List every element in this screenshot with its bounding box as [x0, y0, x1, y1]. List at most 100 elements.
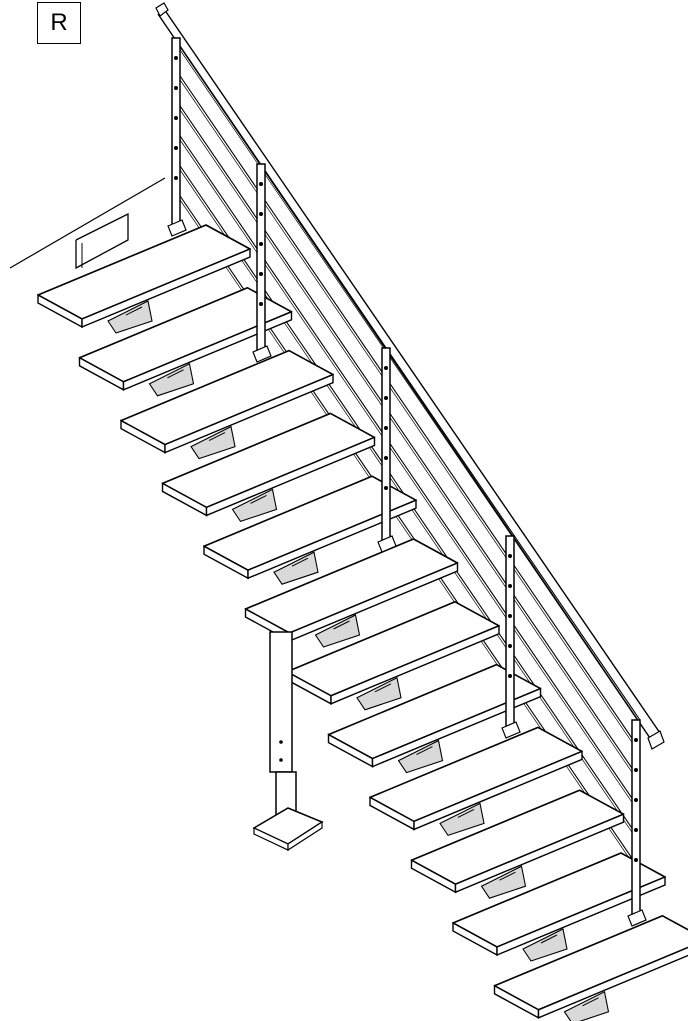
tread-bracket: [231, 488, 278, 523]
handrail-top-edge: [161, 5, 661, 734]
post-shaft: [171, 37, 181, 227]
tread-bracket-bolt: [291, 557, 309, 567]
tread-bracket: [107, 300, 153, 334]
leg-hole-1: [279, 740, 283, 744]
post-cable-hole: [259, 182, 263, 186]
post-cable-hole: [508, 614, 512, 618]
post-cable-hole: [634, 828, 638, 832]
posts: [167, 37, 647, 927]
tread-side: [81, 247, 251, 329]
cable-3-shadow: [175, 103, 641, 785]
post-cable-hole: [508, 674, 512, 678]
cable-3: [175, 99, 641, 781]
tread-bracket-bolt: [374, 683, 392, 693]
tread-bracket: [148, 362, 195, 397]
tread-bracket-bolt: [333, 620, 350, 630]
post-foot: [167, 219, 187, 237]
post-shaft: [631, 719, 641, 917]
post-3: [377, 347, 397, 553]
tread-side: [247, 499, 417, 580]
tread-bracket-bolt: [167, 369, 184, 379]
post-cable-hole: [508, 644, 512, 648]
tread-bracket-bolt: [540, 934, 558, 944]
tread-bracket: [273, 551, 319, 585]
post-4: [501, 535, 521, 739]
post-foot: [501, 721, 521, 739]
tread-bracket: [563, 990, 610, 1021]
post-foot: [377, 535, 397, 553]
tread-side: [164, 373, 334, 454]
post-5: [627, 719, 647, 927]
post-cable-hole: [259, 302, 263, 306]
view-label: R: [37, 2, 81, 44]
post-cable-hole: [174, 146, 178, 150]
post-cable-hole: [174, 116, 178, 120]
post-cable-hole: [634, 738, 638, 742]
tread-side: [122, 310, 293, 391]
wall-outline: [9, 177, 166, 270]
tread-side: [413, 750, 583, 831]
tread-side: [496, 875, 666, 957]
cable-1: [175, 39, 641, 721]
tread-12: [493, 914, 688, 1021]
cable-4: [175, 129, 641, 811]
post-foot: [252, 345, 272, 363]
leg-base-side: [287, 820, 323, 852]
tread-side: [371, 687, 542, 768]
cable-2-shadow: [175, 73, 641, 755]
handrail-top-cap: [155, 2, 169, 17]
post-cable-hole: [384, 456, 388, 460]
tread-9: [369, 726, 583, 837]
tread-7: [286, 600, 500, 711]
post-cable-hole: [259, 242, 263, 246]
wall-panel: [75, 212, 129, 270]
tread-8: [327, 663, 542, 774]
wall-line: [9, 177, 166, 269]
tread-side: [454, 813, 625, 894]
post-cable-hole: [384, 426, 388, 430]
tread-bracket-bolt: [208, 432, 226, 442]
leg-upper: [269, 631, 293, 773]
post-shaft: [256, 163, 266, 353]
tread-10: [410, 789, 625, 899]
tread-bracket-bolt: [582, 997, 599, 1007]
post-cable-hole: [174, 176, 178, 180]
tread-side: [537, 946, 688, 1019]
tread-bracket: [480, 865, 527, 899]
tread-bracket-bolt: [250, 494, 267, 504]
tread-bracket: [190, 425, 236, 460]
post-cable-hole: [384, 486, 388, 490]
tread-3: [120, 349, 334, 460]
cable-1-shadow: [175, 43, 641, 725]
post-2: [252, 163, 272, 363]
tread-side: [330, 624, 500, 705]
post-cable-hole: [174, 56, 178, 60]
tread-bracket: [439, 802, 485, 837]
post-cable-hole: [384, 396, 388, 400]
tread-1: [37, 224, 251, 334]
tread-bracket: [522, 928, 568, 962]
tread-bracket-bolt: [125, 306, 143, 316]
cable-4-shadow: [175, 133, 641, 815]
tread-bracket: [356, 676, 402, 711]
leg-hole-2: [279, 758, 283, 762]
tread-2: [78, 286, 293, 397]
support-leg: [252, 631, 324, 852]
post-cable-hole: [174, 86, 178, 90]
tread-bracket: [397, 739, 444, 774]
support-leg-assembly: [252, 631, 324, 852]
post-foot: [627, 909, 647, 927]
post-shaft: [381, 347, 391, 543]
handrail-bottom-cap: [647, 730, 665, 750]
tread-bracket: [314, 614, 361, 648]
treads: [37, 224, 688, 1021]
tread-side: [205, 436, 376, 517]
post-cable-hole: [259, 212, 263, 216]
cable-2: [175, 69, 641, 751]
tread-bracket-bolt: [499, 871, 516, 881]
post-cable-hole: [259, 272, 263, 276]
post-shaft: [505, 535, 515, 729]
post-cable-hole: [508, 584, 512, 588]
post-cable-hole: [634, 858, 638, 862]
